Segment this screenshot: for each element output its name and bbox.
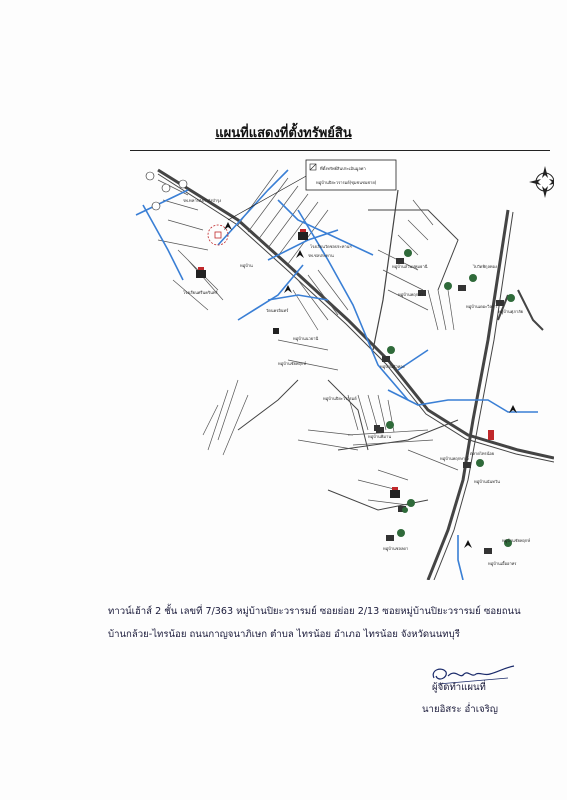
route-markers bbox=[145, 171, 188, 211]
address-line-2: บ้านกล้วย-ไทรน้อย ถนนกาญจนาภิเษก ตำบล ไท… bbox=[108, 629, 460, 640]
title-divider bbox=[130, 150, 550, 151]
map-label: หมู่บ้าน bbox=[240, 263, 253, 269]
map-labels: รพ.ทหารส่งกำลังบำรุง โรงเรียนวัดชลประทาน… bbox=[183, 198, 530, 567]
map-label: ไปวัดพิกุลทอง bbox=[472, 264, 497, 270]
map-label: หมู่บ้านพิมาน bbox=[368, 434, 391, 440]
location-map: ที่ตั้งทรัพย์สินประเมินมูลค่า หมู่บ้านปิ… bbox=[135, 159, 554, 580]
map-maker-name: นายอิสระ อ่ำเจริญ bbox=[422, 704, 498, 715]
map-label: วัดนครอินทร์ bbox=[266, 308, 289, 313]
waterways bbox=[135, 169, 538, 580]
map-label: หมู่บ้านศุภาลัย bbox=[498, 309, 523, 315]
map-label: หมู่บ้านนวธานี bbox=[293, 336, 318, 342]
map-label: โรงเรียนวัดชลประทานฯ bbox=[310, 244, 352, 249]
map-label: โรงเรียนศรีนครินทร์ bbox=[183, 290, 218, 295]
tree-icon bbox=[386, 249, 515, 547]
map-label: หมู่บ้านนันทวัน bbox=[474, 479, 500, 485]
signature bbox=[432, 665, 515, 685]
map-label: หมู่บ้านบัวทอง bbox=[380, 364, 405, 370]
school-icon bbox=[196, 229, 494, 498]
address-line-1: ทาวน์เฮ้าส์ 2 ชั้น เลขที่ 7/363 หมู่บ้าน… bbox=[108, 606, 521, 617]
map-label: รพ.ชลประทาน bbox=[308, 253, 334, 258]
legend-label-village: หมู่บ้านปิยะวรารมย์(ชุมชนชนชาย) bbox=[316, 180, 377, 186]
map-label: หมู่บ้านพฤกษา bbox=[398, 292, 423, 298]
main-roads bbox=[157, 168, 554, 580]
north-arrow-icon bbox=[529, 166, 554, 198]
map-label: หมู่บ้านปิยะวรารมย์ bbox=[323, 396, 357, 402]
map-label: ตลาดไทรน้อย bbox=[470, 451, 494, 456]
map-label: หมู่บ้านชัยพฤกษ์ bbox=[502, 538, 530, 544]
map-label: หมู่บ้านเอื้ออาทร bbox=[488, 559, 517, 567]
map-label: หมู่บ้านเดอะวิลล่า bbox=[466, 304, 497, 310]
map-label: หมู่บ้านชลลดา bbox=[383, 546, 408, 552]
map-label: หมู่บ้านพฤกษา 5 bbox=[440, 456, 469, 462]
map-label: หมู่บ้านชัยพฤกษ์ bbox=[278, 361, 306, 367]
map-title: แผนที่แสดงที่ตั้งทรัพย์สิน bbox=[215, 126, 352, 141]
property-marker-icon bbox=[207, 224, 229, 246]
map-label: หมู่บ้านสวนปทุมธานี bbox=[392, 264, 428, 270]
house-icon bbox=[374, 258, 504, 554]
legend: ที่ตั้งทรัพย์สินประเมินมูลค่า หมู่บ้านปิ… bbox=[227, 159, 397, 221]
map-label: รพ.ทหารส่งกำลังบำรุง bbox=[183, 198, 221, 204]
intersection-icon bbox=[224, 222, 517, 548]
map-maker-role: ผู้จัดทำแผนที่ bbox=[432, 682, 486, 693]
side-streets bbox=[157, 169, 459, 506]
legend-label-property: ที่ตั้งทรัพย์สินประเมินมูลค่า bbox=[320, 164, 366, 172]
